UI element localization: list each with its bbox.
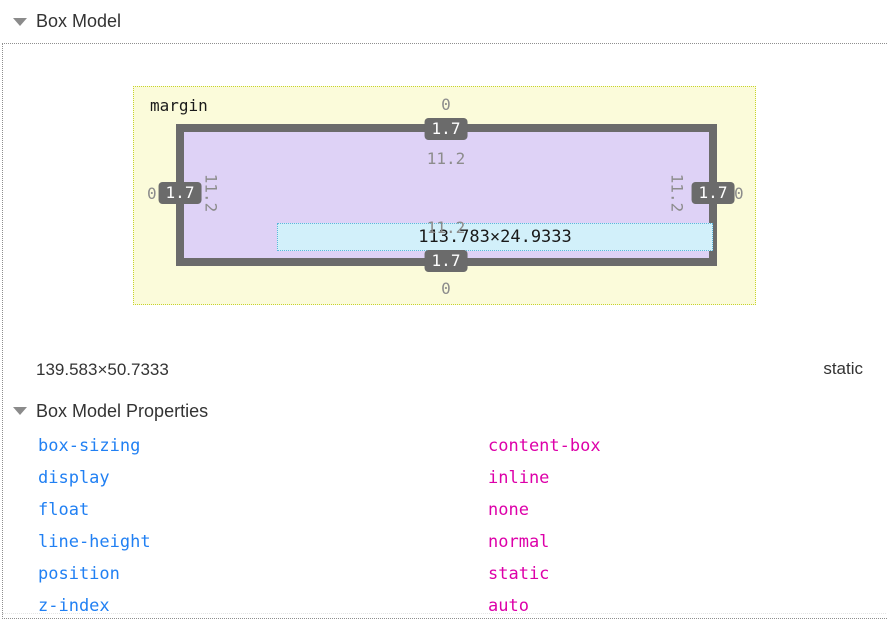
padding-right-value[interactable]: 11.2 xyxy=(667,173,687,213)
property-value: content-box xyxy=(488,436,601,456)
element-size-text: 139.583×50.7333 xyxy=(36,360,169,379)
box-model-content-region[interactable]: 113.783×24.9333 xyxy=(277,223,713,251)
property-row: display inline xyxy=(0,462,888,494)
padding-left-value[interactable]: 11.2 xyxy=(201,173,221,213)
property-value: auto xyxy=(488,596,529,616)
property-name: float xyxy=(38,500,90,520)
margin-bottom-value[interactable]: 0 xyxy=(441,279,451,298)
chevron-down-icon[interactable] xyxy=(13,17,27,26)
property-name: display xyxy=(38,468,110,488)
border-right-value[interactable]: 1.7 xyxy=(691,182,735,204)
box-model-properties-header[interactable]: Box Model Properties xyxy=(13,398,208,424)
element-position-text: static xyxy=(823,359,863,378)
property-name: z-index xyxy=(38,596,110,616)
border-left-value[interactable]: 1.7 xyxy=(158,182,202,204)
box-model-margin-region[interactable]: margin border padding 113.783×24.9333 0 … xyxy=(133,86,756,305)
property-row: z-index auto xyxy=(0,590,888,622)
margin-left-value[interactable]: 0 xyxy=(147,184,157,203)
margin-label: margin xyxy=(150,96,208,115)
property-row: line-height normal xyxy=(0,526,888,558)
property-value: normal xyxy=(488,532,550,552)
padding-bottom-value[interactable]: 11.2 xyxy=(426,218,466,237)
padding-top-value[interactable]: 11.2 xyxy=(426,149,466,168)
property-value: inline xyxy=(488,468,550,488)
section-title: Box Model xyxy=(36,11,122,31)
property-row: position static xyxy=(0,558,888,590)
chevron-down-icon[interactable] xyxy=(13,407,27,415)
properties-section-title: Box Model Properties xyxy=(36,400,209,421)
box-model-section-header[interactable]: Box Model xyxy=(0,0,888,43)
box-model-border-region[interactable]: 113.783×24.9333 xyxy=(176,124,717,266)
property-name: position xyxy=(38,564,120,584)
property-value: none xyxy=(488,500,529,520)
margin-top-value[interactable]: 0 xyxy=(441,95,451,114)
border-top-value[interactable]: 1.7 xyxy=(424,118,468,140)
property-value: static xyxy=(488,564,550,584)
border-bottom-value[interactable]: 1.7 xyxy=(424,250,468,272)
property-name: line-height xyxy=(38,532,151,552)
property-name: box-sizing xyxy=(38,436,141,456)
properties-list: box-sizing content-box display inline fl… xyxy=(0,430,888,622)
margin-right-value[interactable]: 0 xyxy=(734,184,744,203)
property-row: float none xyxy=(0,494,888,526)
property-row: box-sizing content-box xyxy=(0,430,888,462)
